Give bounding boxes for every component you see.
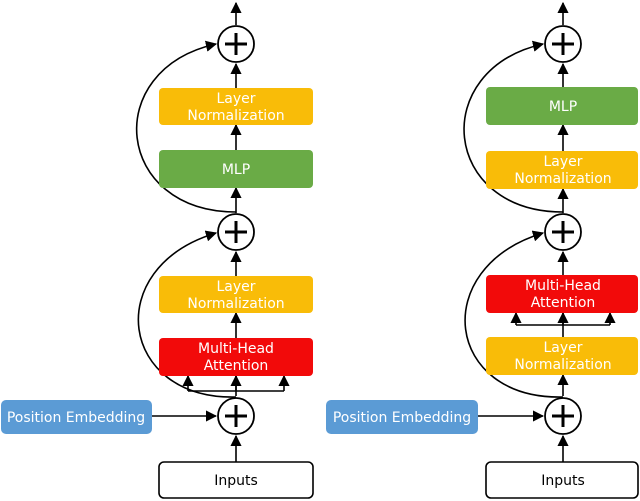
right-add-middle [544,213,582,251]
right-residual-1 [464,230,564,398]
right-attention-label-line2: Attention [531,295,596,311]
right-norm1-box: Layer Normalization [486,337,638,375]
left-inputs-label: Inputs [214,473,258,489]
left-add-top [217,25,255,63]
right-norm2-label-line1: Layer [543,154,582,170]
right-mlp-label: MLP [549,99,577,115]
right-norm1-label-line1: Layer [543,340,582,356]
left-residual-2 [135,40,237,213]
right-inputs-label: Inputs [541,473,585,489]
right-inputs-box: Inputs [485,461,639,499]
left-attention-label-line1: Multi-Head [198,341,274,357]
right-position-embedding-box: Position Embedding [326,400,478,434]
left-mlp-label: MLP [222,162,250,178]
right-attention-box: Multi-Head Attention [486,275,638,313]
left-connectors [135,1,290,462]
left-inputs-box: Inputs [158,461,314,499]
right-norm2-label-line2: Normalization [514,171,611,187]
left-residual-1 [137,230,237,398]
left-norm2-label-line2: Normalization [187,108,284,124]
right-attention-label-line1: Multi-Head [525,278,601,294]
right-norm1-label-line2: Normalization [514,357,611,373]
left-norm2-box: Layer Normalization [159,88,313,125]
left-add-middle [217,213,255,251]
left-attention-box: Multi-Head Attention [159,338,313,376]
right-transformer-block: Inputs Position Embedding Layer Normaliz… [326,1,639,499]
left-norm2-label-line1: Layer [216,91,255,107]
left-norm1-label-line2: Normalization [187,296,284,312]
left-attention-label-line2: Attention [204,358,269,374]
right-connectors [463,1,616,462]
right-position-embedding-label: Position Embedding [333,410,471,426]
left-norm1-label-line1: Layer [216,279,255,295]
left-position-embedding-box: Position Embedding [1,400,152,434]
right-add-top [544,25,582,63]
right-add-bottom [544,397,582,435]
left-mlp-box: MLP [159,150,313,188]
left-transformer-block: Inputs Position Embedding Multi-Head Att… [1,1,314,499]
right-mlp-box: MLP [486,87,638,125]
right-norm2-box: Layer Normalization [486,151,638,189]
left-position-embedding-label: Position Embedding [7,410,145,426]
right-residual-2 [463,40,564,213]
left-norm1-box: Layer Normalization [159,276,313,313]
left-add-bottom [217,397,255,435]
